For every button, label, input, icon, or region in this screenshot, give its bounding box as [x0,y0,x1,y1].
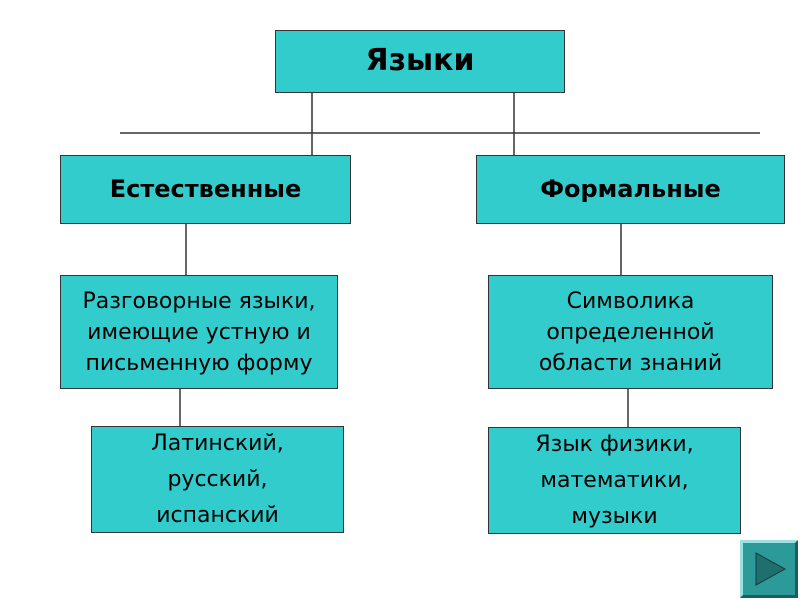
natural-languages-examples: Латинский, русский, испанский [151,430,284,528]
root-node-label: Языки [365,43,475,79]
natural-languages-description-node: Разговорные языки, имеющие устную и пись… [60,275,338,389]
formal-languages-label: Формальные [540,174,721,203]
formal-languages-description: Символика определенной области знаний [538,288,723,376]
formal-languages-node: Формальные [476,155,785,224]
formal-languages-description-node: Символика определенной области знаний [488,275,773,389]
natural-languages-examples-node: Латинский, русский, испанский [91,426,344,533]
play-triangle-icon [755,552,787,586]
natural-languages-label: Естественные [109,174,302,203]
natural-languages-node: Естественные [60,155,351,224]
formal-languages-examples-node: Язык физики, математики, музыки [488,427,741,534]
natural-languages-description: Разговорные языки, имеющие устную и пись… [82,288,316,376]
formal-languages-examples: Язык физики, математики, музыки [535,431,694,529]
root-node: Языки [275,30,565,93]
next-slide-button[interactable] [740,540,798,598]
